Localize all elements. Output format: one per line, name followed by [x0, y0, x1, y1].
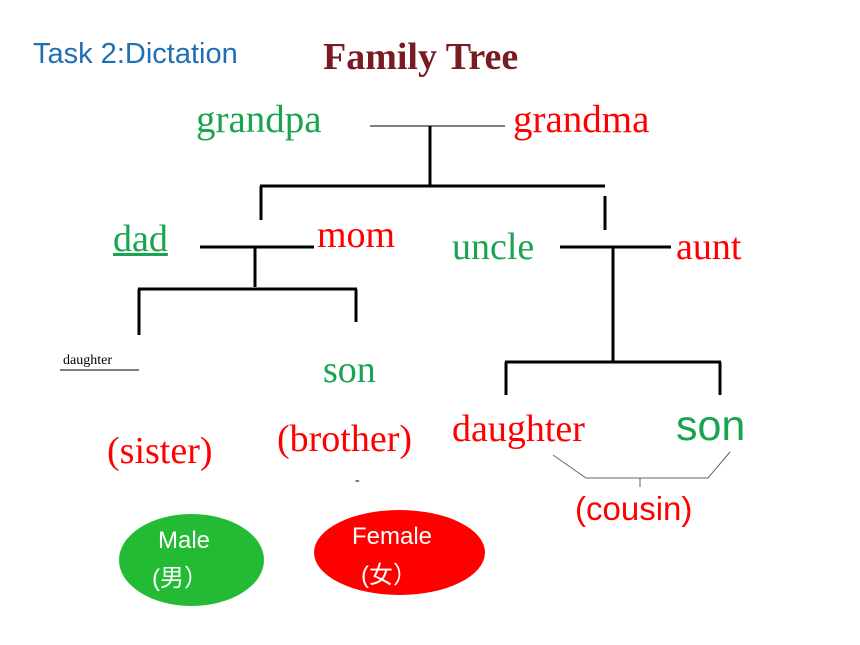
- daughter-left-label: daughter: [63, 353, 112, 368]
- grandma-label: grandma: [513, 98, 650, 141]
- task-label: Task 2:Dictation: [33, 38, 238, 70]
- grandpa-label: grandpa: [196, 98, 322, 141]
- male-legend-oval: Male (男）: [119, 514, 264, 606]
- diagram-title: Family Tree: [323, 36, 519, 78]
- mom-label: mom: [317, 214, 396, 256]
- cousin-label: (cousin): [575, 490, 693, 527]
- dash-mark: -: [355, 473, 360, 488]
- female-legend-label: Female: [352, 523, 433, 550]
- female-legend-oval: Female (女）: [314, 510, 485, 595]
- brother-label: (brother): [277, 418, 413, 460]
- aunt-label: aunt: [676, 226, 742, 268]
- cousin-bracket: [552, 451, 731, 479]
- male-legend-label: Male: [158, 527, 211, 554]
- daughter-right-label: daughter: [452, 408, 585, 450]
- dad-label: dad: [113, 218, 168, 260]
- son-left-label: son: [323, 349, 376, 391]
- male-legend-chinese: (男）: [152, 565, 208, 592]
- son-right-label: son: [676, 402, 746, 450]
- uncle-label: uncle: [452, 226, 535, 268]
- sister-label: (sister): [107, 430, 213, 472]
- female-legend-chinese: (女）: [361, 562, 417, 589]
